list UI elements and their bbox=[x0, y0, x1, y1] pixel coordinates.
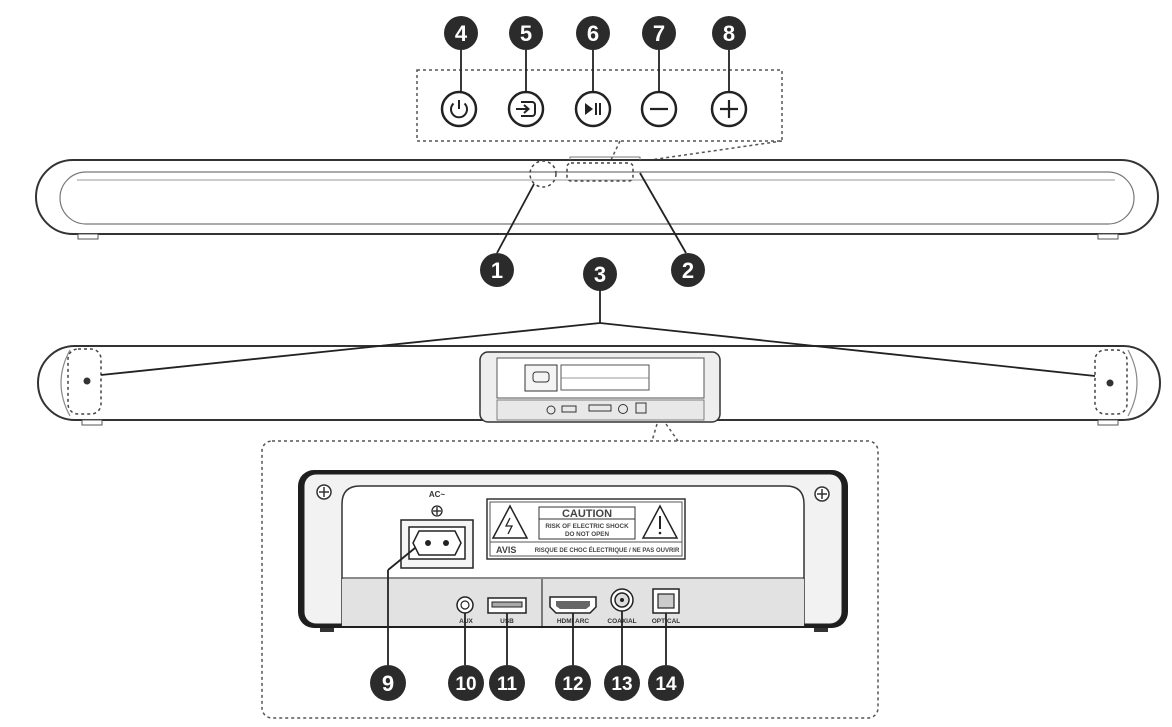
svg-text:12: 12 bbox=[562, 674, 583, 695]
electric-shock-warning-icon bbox=[491, 504, 529, 539]
callout-5: 5 bbox=[509, 16, 543, 50]
caution-title: CAUTION bbox=[562, 508, 612, 520]
callout-13: 13 bbox=[604, 665, 640, 701]
svg-text:8: 8 bbox=[723, 21, 735, 46]
svg-text:3: 3 bbox=[594, 262, 606, 287]
callout-3: 3 bbox=[583, 257, 617, 291]
svg-text:11: 11 bbox=[497, 674, 518, 695]
caution-french: RISQUE DE CHOC ÉLECTRIQUE / NE PAS OUVRI… bbox=[535, 546, 680, 554]
button-panel bbox=[416, 50, 783, 163]
screw-right bbox=[814, 486, 830, 502]
callout-8: 8 bbox=[712, 16, 746, 50]
caution-label: CAUTION RISK OF ELECTRIC SHOCK DO NOT OP… bbox=[486, 498, 686, 560]
callout-6: 6 bbox=[576, 16, 610, 50]
play-pause-icon bbox=[585, 103, 601, 115]
play-pause-button[interactable] bbox=[574, 90, 612, 128]
svg-text:14: 14 bbox=[655, 674, 677, 695]
volume-down-button[interactable] bbox=[640, 90, 678, 128]
callout-4: 4 bbox=[444, 16, 478, 50]
caution-line1: RISK OF ELECTRIC SHOCK bbox=[545, 523, 629, 530]
power-button[interactable] bbox=[440, 90, 478, 128]
power-icon bbox=[450, 100, 468, 119]
exclamation-warning-icon bbox=[641, 504, 679, 539]
avis-label: AVIS bbox=[496, 545, 516, 555]
plus-icon bbox=[720, 100, 738, 118]
callout-10: 10 bbox=[448, 665, 484, 701]
rear-panel-closeup: AC~ CAUT bbox=[261, 440, 879, 719]
callout-7: 7 bbox=[642, 16, 676, 50]
top-buttons-highlight bbox=[566, 162, 634, 182]
screw-left bbox=[316, 484, 332, 500]
callout-14: 14 bbox=[648, 665, 684, 701]
soundbar-front-view bbox=[35, 156, 1159, 254]
svg-text:1: 1 bbox=[491, 258, 503, 283]
callout-12: 12 bbox=[555, 665, 591, 701]
aux-port[interactable]: AUX bbox=[456, 596, 474, 625]
input-source-icon bbox=[516, 101, 536, 117]
ac-label: AC~ bbox=[429, 490, 446, 499]
svg-text:4: 4 bbox=[455, 21, 468, 46]
caution-line2: DO NOT OPEN bbox=[565, 531, 610, 538]
callout-9: 9 bbox=[370, 665, 406, 701]
svg-text:2: 2 bbox=[682, 258, 694, 283]
soundbar-rear-view bbox=[37, 290, 1161, 442]
ac-power-inlet[interactable]: AC~ bbox=[400, 490, 474, 569]
volume-up-button[interactable] bbox=[710, 90, 748, 128]
closeup-outline bbox=[261, 440, 879, 719]
svg-text:13: 13 bbox=[611, 674, 632, 695]
callout-1: 1 bbox=[480, 253, 514, 287]
aux-label: AUX bbox=[459, 618, 473, 625]
callout-2: 2 bbox=[671, 253, 705, 287]
svg-text:9: 9 bbox=[382, 671, 394, 696]
callout-11: 11 bbox=[489, 665, 525, 701]
svg-text:7: 7 bbox=[653, 21, 665, 46]
svg-text:10: 10 bbox=[455, 674, 476, 695]
callout-badges: 4 5 6 7 8 1 2 3 bbox=[370, 16, 746, 701]
svg-text:6: 6 bbox=[587, 21, 599, 46]
svg-text:5: 5 bbox=[520, 21, 532, 46]
ir-sensor-highlight bbox=[529, 160, 557, 188]
input-source-button[interactable] bbox=[507, 90, 545, 128]
button-panel-outline bbox=[416, 69, 783, 142]
ground-symbol-icon bbox=[431, 505, 443, 517]
